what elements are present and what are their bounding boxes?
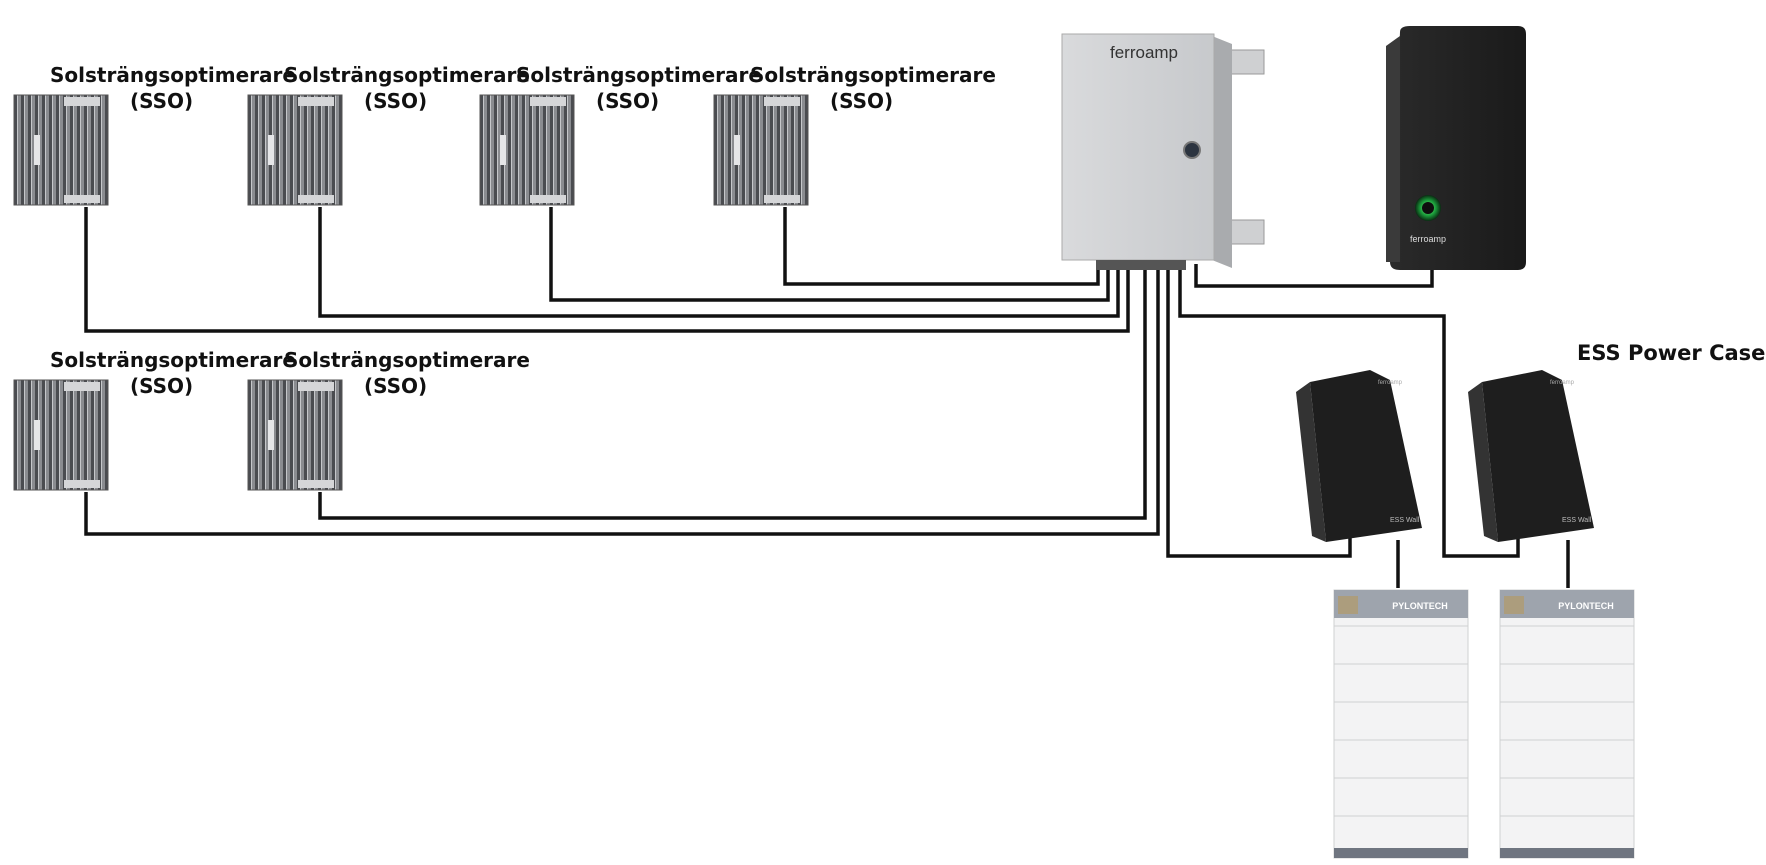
sso-label-abbr: (SSO) bbox=[364, 374, 428, 398]
sso-label: Solsträngsoptimerare (SSO) bbox=[284, 62, 530, 114]
sso-unit bbox=[247, 94, 343, 206]
ess-unit-text: ESS Wall bbox=[1562, 517, 1592, 524]
wire-ess-1 bbox=[1166, 264, 1352, 558]
battery-stack: PYLONTECH bbox=[1499, 589, 1635, 859]
wiring bbox=[84, 207, 1570, 588]
sso-label-name: Solsträngsoptimerare bbox=[516, 63, 762, 87]
sso-label-abbr: (SSO) bbox=[364, 89, 428, 113]
sso-unit bbox=[13, 94, 109, 206]
sso-label-abbr: (SSO) bbox=[130, 374, 194, 398]
sso-label: Solsträngsoptimerare (SSO) bbox=[50, 62, 296, 114]
sso-unit bbox=[13, 379, 109, 491]
energy-hub-cabinet: ferroamp bbox=[1061, 33, 1265, 270]
charger-brand: ferroamp bbox=[1410, 234, 1446, 244]
sso-label: Solsträngsoptimerare (SSO) bbox=[50, 347, 296, 399]
battery-brand: PYLONTECH bbox=[1392, 601, 1448, 611]
sso-label-name: Solsträngsoptimerare bbox=[50, 63, 296, 87]
wire-sso-2 bbox=[318, 207, 1120, 318]
sso-unit bbox=[713, 94, 809, 206]
sso-label-abbr: (SSO) bbox=[596, 89, 660, 113]
ess-power-case: ESS Wall ferroamp bbox=[1296, 370, 1422, 542]
wire-sso-4 bbox=[783, 207, 1100, 286]
sso-label: Solsträngsoptimerare (SSO) bbox=[516, 62, 762, 114]
energy-hub-brand: ferroamp bbox=[1110, 43, 1178, 62]
ess-brand: ferroamp bbox=[1550, 380, 1575, 386]
ess-brand: ferroamp bbox=[1378, 380, 1403, 386]
ev-charger: ferroamp bbox=[1386, 26, 1526, 270]
sso-label-abbr: (SSO) bbox=[130, 89, 194, 113]
sso-label-abbr: (SSO) bbox=[830, 89, 894, 113]
sso-label-name: Solsträngsoptimerare bbox=[50, 348, 296, 372]
sso-unit bbox=[479, 94, 575, 206]
ess-power-case-label: ESS Power Case bbox=[1577, 341, 1766, 365]
battery-brand: PYLONTECH bbox=[1558, 601, 1614, 611]
sso-label-name: Solsträngsoptimerare bbox=[284, 348, 530, 372]
ess-unit-text: ESS Wall bbox=[1390, 517, 1420, 524]
wire-ess-2 bbox=[1178, 264, 1520, 558]
battery-stack: PYLONTECH bbox=[1333, 589, 1469, 859]
sso-label: Solsträngsoptimerare (SSO) bbox=[750, 62, 996, 114]
sso-unit bbox=[247, 379, 343, 491]
sso-label-name: Solsträngsoptimerare bbox=[750, 63, 996, 87]
wire-sso-6 bbox=[318, 264, 1147, 520]
sso-label-name: Solsträngsoptimerare bbox=[284, 63, 530, 87]
wire-sso-5 bbox=[84, 264, 1160, 536]
wire-sso-1 bbox=[84, 207, 1130, 333]
sso-label: Solsträngsoptimerare (SSO) bbox=[284, 347, 530, 399]
ess-power-case: ESS Wall ferroamp bbox=[1468, 370, 1594, 542]
wire-charger bbox=[1194, 264, 1434, 288]
wire-sso-3 bbox=[549, 207, 1110, 302]
